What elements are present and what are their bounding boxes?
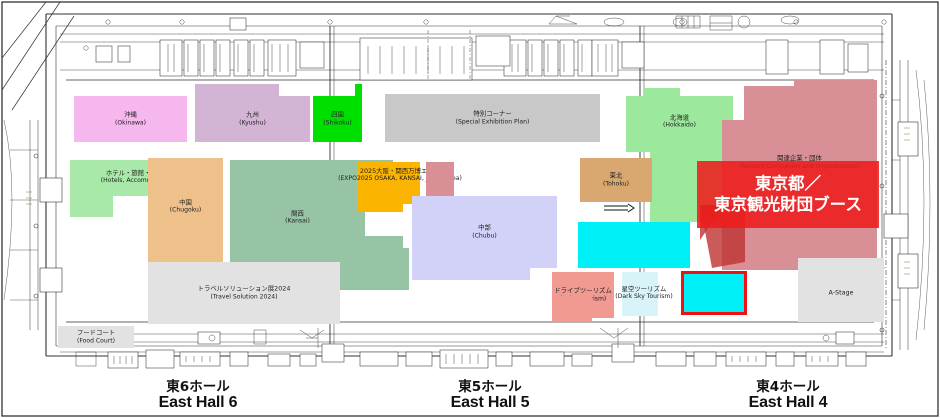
- hall-5-en: East Hall 5: [450, 393, 530, 411]
- zone-related-companies-tab[interactable]: [794, 80, 877, 88]
- zone-food-court-label: フードコート(Food Court): [76, 328, 116, 345]
- hall-caption-east-hall-6: 東6ホール East Hall 6: [128, 379, 268, 411]
- zone-travel-solution-label: トラベルソリューション展2024(Travel Solution 2024): [197, 284, 291, 301]
- zone-kyushu[interactable]: 九州(Kyushu): [195, 96, 310, 142]
- zone-kyushu-extension[interactable]: [195, 84, 279, 98]
- tokyo-booth-callout[interactable]: 東京都／ 東京観光財団ブース: [697, 161, 879, 228]
- hall-caption-east-hall-4: 東4ホール East Hall 4: [718, 379, 858, 411]
- zone-okinawa-label: 沖縄(Okinawa): [114, 110, 147, 127]
- zone-special-exhibition-label: 特別コーナー(Special Exhibition Plan): [455, 109, 530, 126]
- zone-chubu[interactable]: 中部(Chubu): [412, 196, 557, 268]
- zone-kansai-tail[interactable]: [393, 248, 409, 290]
- zone-shikoku-label: 四国(Shikoku): [323, 110, 352, 127]
- hall-5-jp: 東5ホール: [458, 379, 522, 395]
- zone-dark-sky-tourism[interactable]: [622, 272, 658, 316]
- hall-6-en: East Hall 6: [158, 393, 238, 411]
- zone-a-stage[interactable]: A-Stage: [798, 258, 884, 322]
- zone-hokkaido-notch[interactable]: [644, 88, 680, 98]
- zone-expo2025-label: 2025大阪・関西万博エリア(EXPO2025 OSAKA, KANSAI, J…: [338, 167, 462, 183]
- zone-shikoku[interactable]: 四国(Shikoku): [313, 96, 362, 142]
- zone-a-stage-label: A-Stage: [828, 289, 854, 297]
- hall-6-jp: 東6ホール: [166, 379, 230, 395]
- zone-chugoku-label: 中国(Chugoku): [169, 198, 202, 214]
- zone-chubu-lower[interactable]: [412, 268, 530, 280]
- zone-drive-tourism-foot[interactable]: [552, 296, 592, 322]
- zone-hokkaido-label: 北海道(Hokkaido): [662, 113, 697, 129]
- hall-4-jp: 東4ホール: [756, 379, 820, 395]
- hall-4-en: East Hall 4: [748, 393, 828, 411]
- hall-caption-east-hall-5: 東5ホール East Hall 5: [420, 379, 560, 411]
- zone-chubu-label: 中部(Chubu): [472, 223, 497, 240]
- zone-tohoku[interactable]: 東北(Tohoku): [580, 158, 652, 202]
- tokyo-booth-callout-text: 東京都／ 東京観光財団ブース: [714, 174, 862, 214]
- zone-hotels-wide[interactable]: ホテル・旅館・宿泊施設(Hotels, Accommodations): [70, 160, 181, 196]
- zone-expo2025-lower[interactable]: [357, 186, 403, 212]
- zone-shikoku-extension[interactable]: [355, 84, 362, 98]
- zone-kansai-label: 関西(Kansai): [285, 209, 310, 225]
- zone-special-exhibition[interactable]: 特別コーナー(Special Exhibition Plan): [385, 94, 600, 142]
- zone-kanto-upper[interactable]: [578, 222, 656, 268]
- zone-hokkaido[interactable]: 北海道(Hokkaido): [626, 96, 733, 152]
- zone-hotels-label: ホテル・旅館・宿泊施設(Hotels, Accommodations): [100, 169, 182, 185]
- zone-food-court[interactable]: フードコート(Food Court): [58, 326, 134, 348]
- zone-kyushu-label: 九州(Kyushu): [239, 110, 266, 127]
- zone-okinawa[interactable]: 沖縄(Okinawa): [74, 96, 187, 142]
- zone-tokyo-booth[interactable]: [683, 273, 745, 313]
- tokyo-booth-highlight-outline[interactable]: [681, 271, 747, 315]
- zone-chugoku[interactable]: 中国(Chugoku): [148, 158, 223, 268]
- zone-dark-sky-tourism-label: 星空ツーリズム(Dark Sky Tourism): [615, 285, 673, 301]
- zone-travel-solution[interactable]: トラベルソリューション展2024(Travel Solution 2024): [148, 262, 340, 324]
- zone-tohoku-label: 東北(Tohoku): [603, 171, 629, 188]
